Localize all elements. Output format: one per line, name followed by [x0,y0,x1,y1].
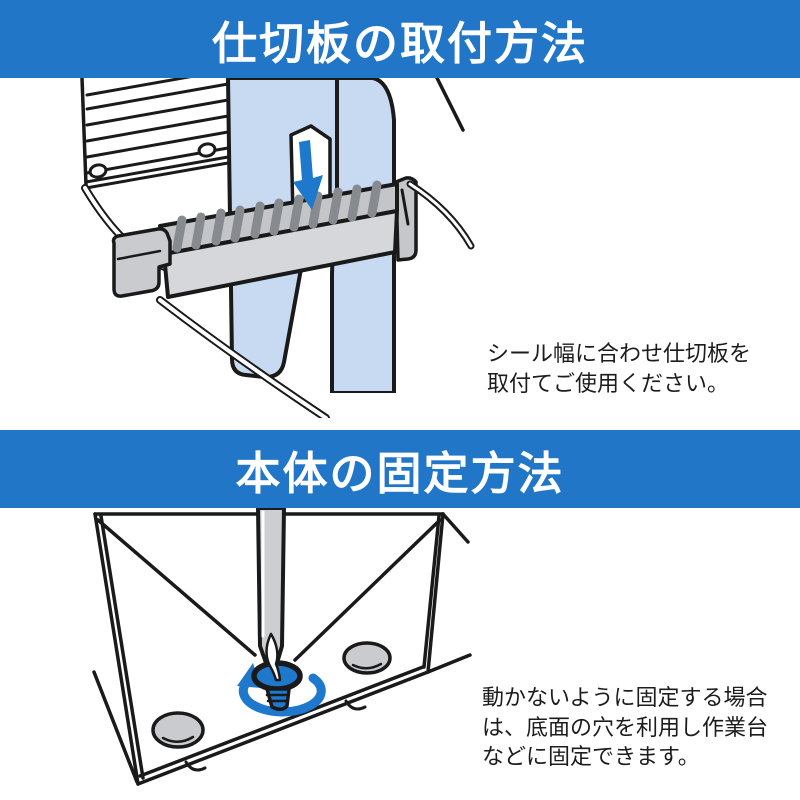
inner-corner-right [293,518,442,662]
screw-holes [88,142,217,179]
bar-end-cap [111,227,172,298]
caption-line: シール幅に合わせ仕切板を [487,341,752,366]
section-2-banner: 本体の固定方法 [0,430,800,508]
foot-cap-left [151,711,205,749]
wire-left-front [156,296,330,418]
section-1-banner: 仕切板の取付方法 [0,0,800,78]
section-2-caption: 動かないように固定する場合 は、底面の穴を利用し作業台 などに固定できます。 [482,683,768,772]
foot-cap-right [342,641,392,675]
right-bracket [394,176,418,262]
screwdriver-tip [265,632,282,682]
ribbed-bar [158,180,399,299]
caption-line: 取付てご使用ください。 [487,371,730,396]
caption-line: 動かないように固定する場合 [482,685,768,710]
caption-line: などに固定できます。 [482,744,700,769]
section-1-caption: シール幅に合わせ仕切板を 取付てご使用ください。 [487,339,751,399]
section-1-title: 仕切板の取付方法 [211,17,588,69]
base-fixing-illustration [92,508,472,786]
down-arrow-icon [293,140,323,210]
section-2-title: 本体の固定方法 [235,447,565,499]
inner-corner-left [96,518,257,657]
bar-ribs [172,180,382,253]
wire-right [406,180,475,250]
partition-plate-illustration [80,78,475,418]
body-right-edge [435,78,465,132]
caption-line: は、底面の穴を利用し作業台 [482,714,769,740]
louver-hatch-lines [84,78,230,190]
